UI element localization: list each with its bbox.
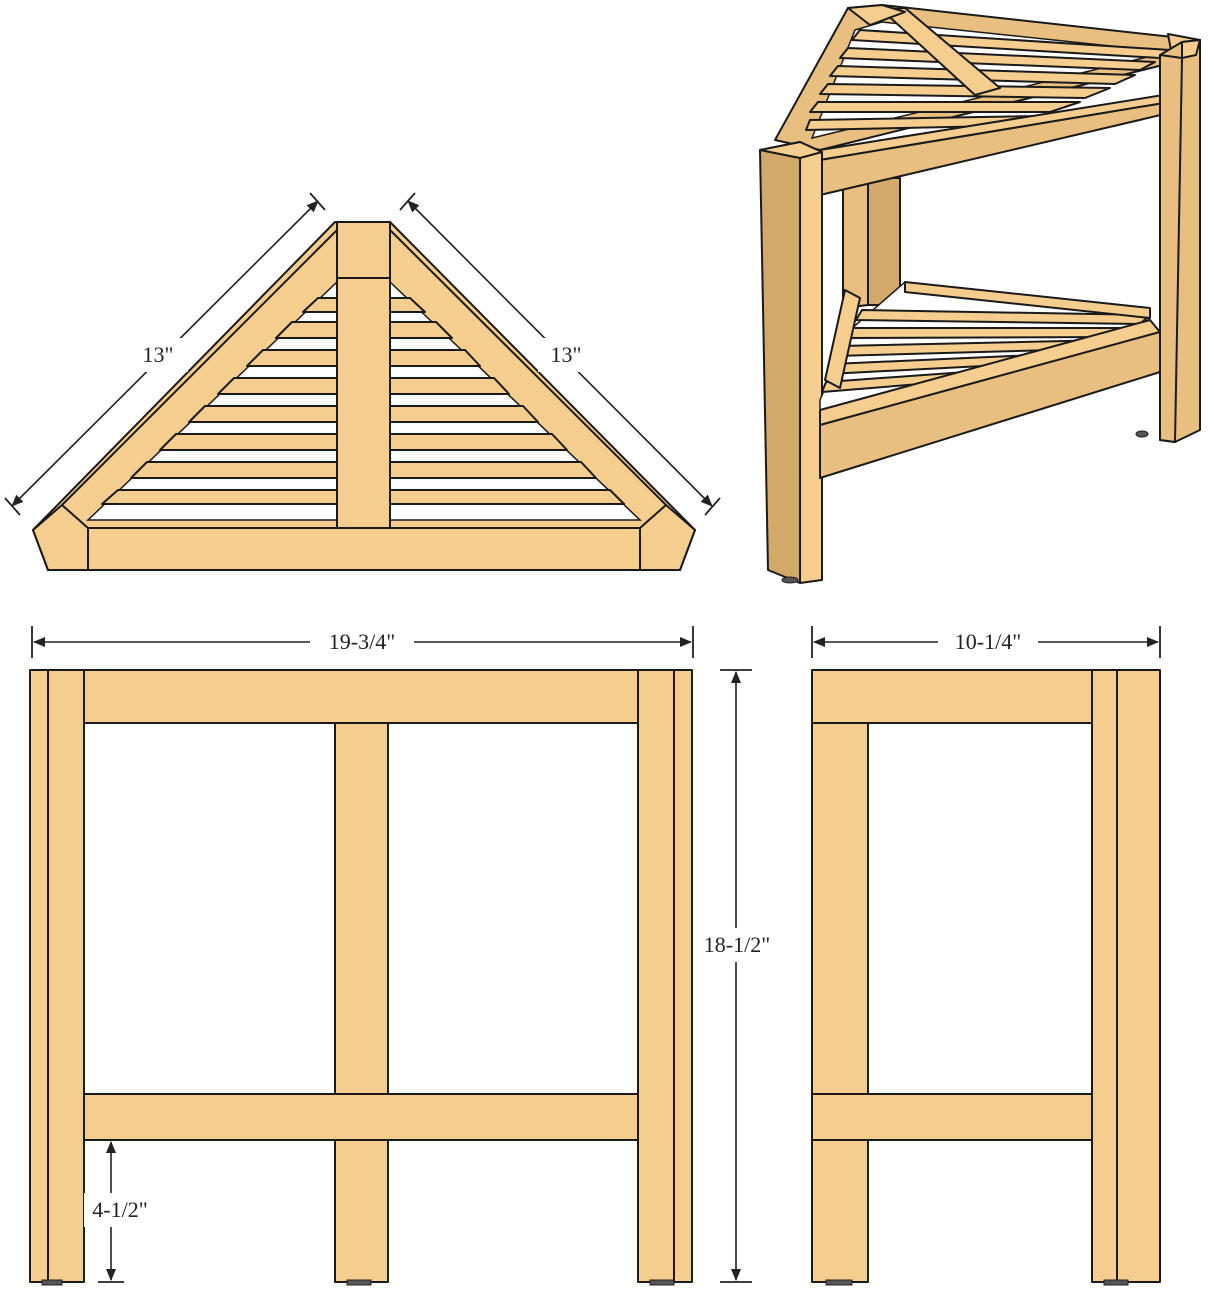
dimension-shelf-height: 4-1/2" <box>84 1141 158 1283</box>
front-elevation: 19-3/4" 18-1/2" 4-1/2" <box>29 626 780 1286</box>
dimension-front-width: 19-3/4" <box>31 626 694 658</box>
dimension-height-label: 18-1/2" <box>704 932 770 957</box>
dimension-shelf-height-label: 4-1/2" <box>92 1197 147 1222</box>
foot <box>41 1279 63 1286</box>
dimension-front-width-label: 19-3/4" <box>329 629 395 654</box>
front-center-leg-elev <box>334 722 389 1283</box>
dimension-top-left-label: 13" <box>143 342 174 367</box>
dimension-side-width: 10-1/4" <box>811 626 1161 658</box>
side-elevation: 10-1/4" <box>811 626 1161 1286</box>
perspective-view <box>759 4 1201 584</box>
front-right-leg-elev <box>637 669 693 1283</box>
dimension-top-left: 13" <box>4 192 326 516</box>
foot <box>649 1279 675 1286</box>
dimension-top-right-label: 13" <box>551 342 582 367</box>
top-view-left-corner <box>32 504 89 571</box>
foot <box>346 1279 372 1286</box>
front-left-leg-elev <box>29 669 85 1283</box>
dimension-height: 18-1/2" <box>694 669 780 1283</box>
lower-shelf-back-rail <box>904 281 1151 319</box>
foot <box>1103 1279 1129 1286</box>
side-right-leg-elev <box>1091 669 1161 1283</box>
top-view-right-corner <box>639 504 696 571</box>
back-leg <box>867 177 901 306</box>
front-top-rail <box>83 669 639 724</box>
lower-shelf-brace <box>824 289 861 389</box>
side-top-rail <box>811 669 1093 724</box>
top-view-front-rail <box>87 527 641 571</box>
side-lower-rail <box>811 1093 1093 1141</box>
front-lower-rail <box>83 1093 639 1141</box>
side-left-leg-elev <box>811 722 869 1283</box>
foot <box>825 1279 853 1286</box>
top-view: 13" 13" <box>4 192 721 571</box>
top-view-center-board <box>336 221 391 531</box>
dimension-side-width-label: 10-1/4" <box>955 629 1021 654</box>
dimension-top-right: 13" <box>399 192 721 516</box>
